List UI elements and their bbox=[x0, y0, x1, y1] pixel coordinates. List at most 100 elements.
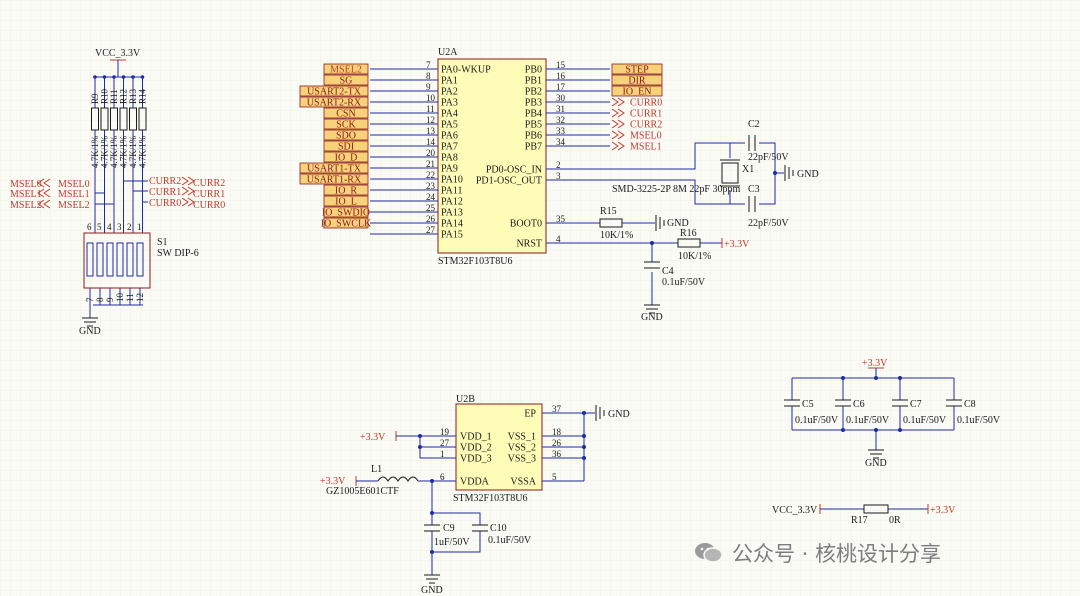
u2b-ref: U2B bbox=[456, 394, 475, 405]
u2b-symbol[interactable]: U2B STM32F103T8U6 VDD_119VDD_227VDD_31VD… bbox=[440, 394, 562, 504]
u2a-pin-pb6-number: 33 bbox=[556, 126, 566, 136]
resistor-r13-ref: R13 bbox=[128, 88, 138, 104]
u2a-pin-pa5-name: PA5 bbox=[441, 120, 458, 131]
dip-top-pin-6: 6 bbox=[87, 222, 92, 232]
dip-switch-lever-3[interactable] bbox=[116, 242, 124, 277]
u2b-pin-vssa-name: VSSA bbox=[510, 477, 536, 488]
net-port-dir-label: DIR bbox=[628, 76, 646, 87]
net-port-sdi-label: SDI bbox=[338, 142, 354, 153]
dip-ground-label: GND bbox=[79, 326, 101, 337]
u2a-pin-pa14-name: PA14 bbox=[441, 219, 463, 230]
c2-ref: C2 bbox=[748, 119, 760, 130]
u2b-pin-ep-number: 37 bbox=[552, 404, 562, 414]
u2b-pin-vdd-2-name: VDD_2 bbox=[460, 443, 492, 454]
u2b-pin-vdd-3-number: 1 bbox=[440, 449, 445, 459]
u2b-pin-vss-3-number: 36 bbox=[552, 449, 562, 459]
net-msel1-label: MSEL1 bbox=[630, 142, 662, 153]
msel-arrow-2 bbox=[37, 199, 51, 209]
link-left-label: VCC_3.3V bbox=[772, 505, 818, 516]
net-port-io-en-label: IO_EN bbox=[623, 87, 652, 98]
net-port-sdi bbox=[323, 140, 369, 152]
net-port-usart1-tx bbox=[299, 162, 369, 174]
u2b-power-wiring[interactable]: +3.3V +3.3V L1 GZ1005E601CTF C9 1uF/50V … bbox=[320, 405, 630, 596]
u2a-pin-pb7-name: PB7 bbox=[525, 142, 542, 153]
dip-switch-lever-5[interactable] bbox=[96, 242, 104, 277]
net-curr1-arrow bbox=[611, 108, 625, 118]
u2b-pin-vss-1-name: VSS_1 bbox=[508, 432, 536, 443]
net-port-io-en bbox=[611, 85, 663, 97]
resistor-r10-ref: R10 bbox=[100, 88, 110, 104]
net-port-io-swclk-label: IO_SWCLK bbox=[321, 219, 372, 230]
crystal-section[interactable]: X1 SMD-3225-2P 8M 22pF 30ppm C2 22pF/50V… bbox=[556, 119, 819, 229]
dip-top-pin-1: 1 bbox=[137, 222, 142, 232]
u2a-pin-pa0-wkup-name: PA0-WKUP bbox=[441, 65, 491, 76]
dip-switch-lever-1[interactable] bbox=[136, 242, 144, 277]
u2a-pin-pa15-name: PA15 bbox=[441, 230, 463, 241]
r16-value: 10K/1% bbox=[678, 251, 711, 262]
dip-part: SW DIP-6 bbox=[157, 248, 199, 259]
boot0-section[interactable]: R15 10K/1% GND bbox=[556, 206, 689, 241]
net-port-sck bbox=[323, 118, 369, 130]
c9-ref: C9 bbox=[443, 523, 455, 534]
net-port-io-l-label: IO_L bbox=[335, 197, 357, 208]
net-port-usart1-rx-label: USART1-RX bbox=[307, 175, 362, 186]
decoupling-caps[interactable]: +3.3V C50.1uF/50VC60.1uF/50VC70.1uF/50VC… bbox=[784, 358, 1001, 469]
dip-top-pin-4: 4 bbox=[107, 222, 112, 232]
u2a-pin-pa6-name: PA6 bbox=[441, 131, 458, 142]
net-msel2: MSEL2 bbox=[58, 200, 90, 211]
u2a-pin-pb6-name: PB6 bbox=[525, 131, 542, 142]
crystal-ground-label: GND bbox=[797, 169, 819, 180]
u2a-pin-pa12-number: 24 bbox=[426, 192, 436, 202]
u2a-symbol[interactable]: U2A STM32F103T8U6 PA0-WKUP7MSEL2PA18SGPA… bbox=[299, 47, 663, 267]
u2a-pin-pa4-name: PA4 bbox=[441, 109, 458, 120]
c10-ref: C10 bbox=[490, 523, 507, 534]
net-port-io-swdio bbox=[323, 206, 369, 218]
dip-bottom-pin-7: 7 bbox=[85, 297, 95, 302]
r17-link[interactable]: VCC_3.3V +3.3V R17 0R bbox=[772, 504, 956, 526]
u2a-pin-pd0-osc-in-number: 2 bbox=[556, 160, 561, 170]
u2a-pin-pa4-number: 11 bbox=[426, 104, 435, 114]
net-msel1: MSEL1 bbox=[58, 189, 90, 200]
u2a-pin-pa13-name: PA13 bbox=[441, 208, 463, 219]
resistor-array[interactable]: VCC_3.3V R94.7K/1%R104.7K/1%R114.7K/1%R1… bbox=[10, 48, 225, 233]
net-port-io-swclk bbox=[323, 217, 369, 229]
l1-inductor bbox=[377, 476, 419, 482]
u2b-pin-vdd-1-name: VDD_1 bbox=[460, 432, 492, 443]
u2a-pin-pa11-number: 23 bbox=[426, 181, 436, 191]
u2a-pin-pb4-number: 31 bbox=[556, 104, 565, 114]
net-port-usart1-rx bbox=[299, 173, 369, 185]
dip-switch-lever-4[interactable] bbox=[106, 242, 114, 277]
dip-bottom-pin-10: 10 bbox=[115, 293, 125, 303]
dip-switch-lever-2[interactable] bbox=[126, 242, 134, 277]
c4-value: 0.1uF/50V bbox=[662, 277, 706, 288]
net-curr1-label: CURR1 bbox=[630, 109, 662, 120]
u2a-pin-pa10-name: PA10 bbox=[441, 175, 463, 186]
net-port-usart2-tx bbox=[299, 85, 369, 97]
curr-arrow-0 bbox=[181, 176, 195, 186]
dip-switch-lever-6[interactable] bbox=[86, 242, 94, 277]
u2a-pin-pa5-number: 12 bbox=[426, 115, 435, 125]
u2a-pin-pb1-name: PB1 bbox=[525, 76, 542, 87]
net-curr1: CURR1 bbox=[149, 187, 181, 198]
u2a-pin-nrst-name: NRST bbox=[516, 239, 542, 250]
net-curr2: CURR2 bbox=[149, 176, 181, 187]
crystal-ref: X1 bbox=[742, 164, 754, 175]
u2a-pin-pb0-number: 15 bbox=[556, 60, 566, 70]
resistor-r14-value: 4.7K/1% bbox=[138, 135, 148, 168]
dip-bottom-pin-12: 12 bbox=[135, 293, 145, 302]
u2a-pin-pa1-name: PA1 bbox=[441, 76, 458, 87]
u2b-pin-vdd-1-number: 19 bbox=[440, 427, 450, 437]
u2a-pin-pa3-name: PA3 bbox=[441, 98, 458, 109]
u2b-ground-label: GND bbox=[421, 585, 443, 596]
u2b-pin-vdd-3-name: VDD_3 bbox=[460, 454, 492, 465]
dip-switch-body bbox=[83, 232, 151, 289]
u2a-pin-pb0-name: PB0 bbox=[525, 65, 542, 76]
resistor-r11-value: 4.7K/1% bbox=[109, 135, 119, 168]
u2a-pin-pb2-name: PB2 bbox=[525, 87, 542, 98]
net-port-usart2-rx-label: USART2-RX bbox=[307, 98, 362, 109]
r16-ref: R16 bbox=[680, 228, 697, 239]
reset-section[interactable]: R16 10K/1% +3.3V C4 0.1uF/50V GND bbox=[556, 228, 750, 323]
r15-ref: R15 bbox=[600, 206, 617, 217]
dip-bottom-pin-11: 11 bbox=[125, 293, 135, 302]
